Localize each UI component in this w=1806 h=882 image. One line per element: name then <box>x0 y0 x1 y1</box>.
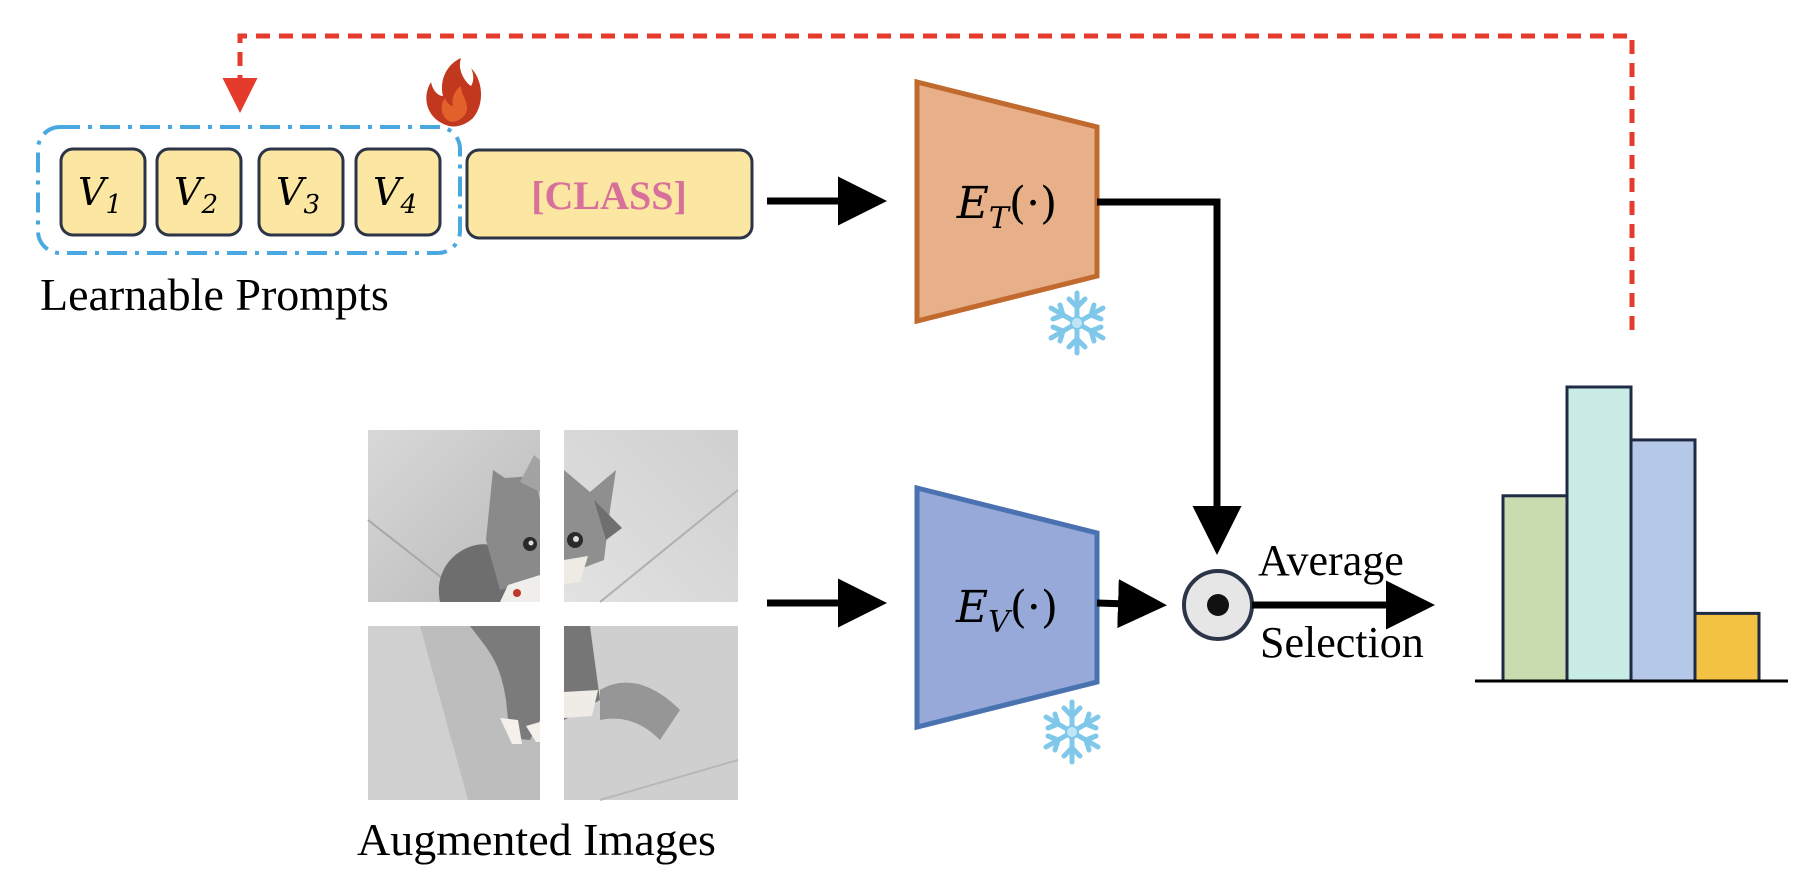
prompt-token-2: V2 <box>155 147 243 237</box>
dot-product-icon <box>1182 569 1254 641</box>
feedback-arrow <box>222 33 1635 330</box>
svg-text:V1: V1 <box>78 170 122 220</box>
histogram-bar-2 <box>1565 385 1633 683</box>
prompt-token-4: V4 <box>354 147 442 237</box>
augmented-image-4 <box>564 626 739 801</box>
average-label: Average <box>1258 536 1404 585</box>
svg-text:EV(·): EV(·) <box>955 582 1058 640</box>
svg-text:ET(·): ET(·) <box>956 178 1057 236</box>
fire-icon <box>426 58 482 127</box>
histogram-bar-4 <box>1693 611 1761 683</box>
prediction-histogram <box>1501 385 1761 683</box>
snowflake-icon <box>1051 293 1103 353</box>
svg-text:[CLASS]: [CLASS] <box>531 173 687 218</box>
class-token: [CLASS] <box>465 148 754 240</box>
prompt-token-1: V1 <box>59 147 147 237</box>
augmented-image-1 <box>367 430 540 602</box>
histogram-bar-3 <box>1629 438 1697 683</box>
svg-text:V2: V2 <box>174 170 218 220</box>
augmented-image-3 <box>368 626 540 800</box>
prompt-token-3: V3 <box>257 147 345 237</box>
augmented-image-2 <box>564 430 739 603</box>
arrow-image-to-fusion <box>1096 579 1167 629</box>
histogram-bar-1 <box>1501 494 1569 683</box>
image-encoder: EV(·) <box>914 484 1100 731</box>
prompt-group-border <box>36 125 462 255</box>
augmented-images-caption: Augmented Images <box>357 814 716 865</box>
svg-text:V3: V3 <box>276 170 320 220</box>
snowflake-icon <box>1046 702 1098 762</box>
text-encoder: ET(·) <box>914 78 1100 325</box>
svg-text:V4: V4 <box>373 170 417 220</box>
arrow-text-to-fusion <box>1097 198 1242 555</box>
augmented-images <box>367 430 739 801</box>
selection-label: Selection <box>1260 618 1424 667</box>
learnable-prompts-caption: Learnable Prompts <box>40 269 389 320</box>
